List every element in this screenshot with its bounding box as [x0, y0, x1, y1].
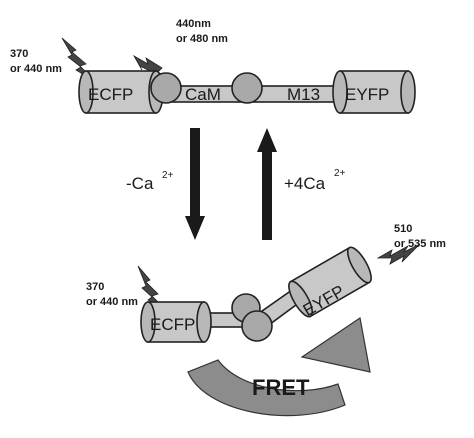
down-arrow-shaft	[190, 128, 200, 218]
remove-calcium-label: -Ca	[126, 174, 154, 193]
excitation-label: or 440 nm	[86, 296, 138, 308]
excitation-label-left: or 440 nm	[10, 63, 62, 75]
add-calcium-charge: 2+	[334, 168, 346, 179]
emission-label: or 535 nm	[394, 238, 446, 250]
excitation-label-mid: 440nm	[176, 18, 211, 30]
cam-ball	[150, 72, 182, 104]
extended-sensor: 370 or 440 nm 440nm or 480 nm ECFP CaM M…	[10, 18, 416, 114]
emission-bolt-icon	[376, 243, 421, 265]
ecfp-label: ECFP	[150, 315, 195, 334]
excitation-label-mid: or 480 nm	[176, 33, 228, 45]
fret-label: FRET	[252, 375, 310, 400]
transition-arrows: -Ca 2+ +4Ca 2+	[126, 128, 346, 240]
eyfp-cylinder	[332, 70, 416, 114]
remove-calcium-charge: 2+	[162, 170, 174, 181]
folded-sensor: 370 or 440 nm 510 or 535 nm ECFP EYFP FR…	[86, 223, 446, 417]
fret-arrow-head	[300, 316, 371, 373]
add-calcium-label: +4Ca	[284, 174, 326, 193]
ecfp-cylinder	[140, 301, 212, 343]
m13-label: M13	[287, 85, 320, 104]
cam-label: CaM	[185, 85, 221, 104]
down-arrow-head	[185, 216, 205, 240]
up-arrow-shaft	[262, 150, 272, 240]
excitation-label-left: 370	[10, 48, 28, 60]
m13-ball	[231, 72, 263, 104]
emission-label: 510	[394, 223, 412, 235]
excitation-label: 370	[86, 281, 104, 293]
ecfp-label: ECFP	[88, 85, 133, 104]
cam-ball	[241, 310, 273, 342]
eyfp-cylinder	[288, 246, 372, 318]
eyfp-label: EYFP	[345, 85, 389, 104]
up-arrow-head	[257, 128, 277, 152]
fret-arrow	[187, 359, 346, 417]
